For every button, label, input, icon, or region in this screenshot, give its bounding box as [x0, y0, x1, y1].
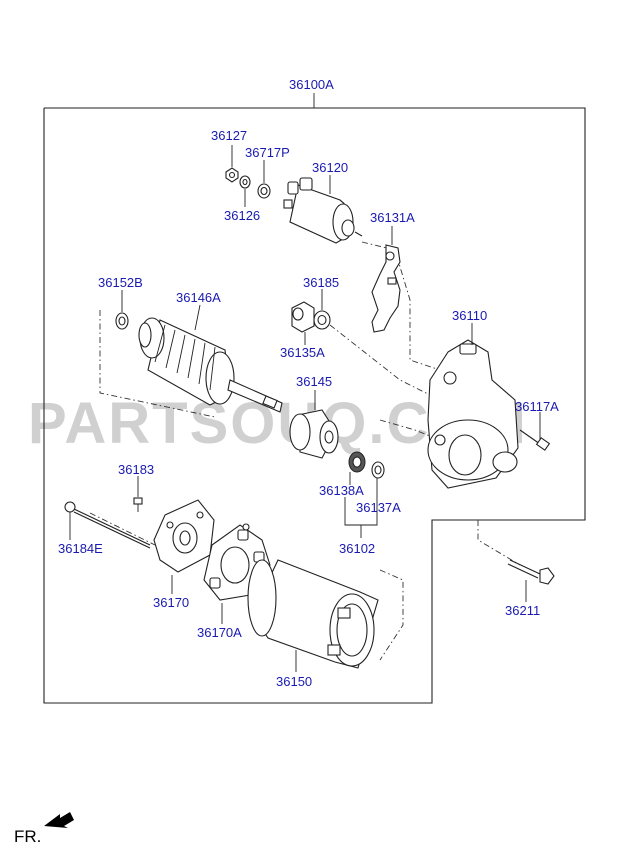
snap-ring-part[interactable] [371, 461, 385, 479]
label-36137A[interactable]: 36137A [356, 500, 401, 515]
label-36135A[interactable]: 36135A [280, 345, 325, 360]
alignment-line-through-bolt [89, 512, 156, 546]
label-36131A[interactable]: 36131A [370, 210, 415, 225]
label-36126[interactable]: 36126 [224, 208, 260, 223]
screw-part[interactable] [133, 497, 143, 512]
label-36184E[interactable]: 36184E [58, 541, 103, 556]
rear-bracket-part[interactable] [153, 499, 215, 573]
label-36117A[interactable]: 36117A [515, 399, 559, 414]
drive-lever-part[interactable] [371, 244, 401, 333]
yoke-part[interactable] [247, 559, 379, 669]
nut-part[interactable] [225, 167, 239, 183]
direction-label: FR. [14, 827, 41, 846]
housing-bolt-part[interactable] [519, 429, 551, 451]
alignment-line-bolt [477, 520, 521, 566]
stop-collar-part[interactable] [348, 451, 366, 473]
label-36138A[interactable]: 36138A [319, 483, 364, 498]
armature-part[interactable] [138, 317, 283, 413]
label-36146A[interactable]: 36146A [176, 290, 221, 305]
label-36145[interactable]: 36145 [296, 374, 332, 389]
label-36152B[interactable]: 36152B [98, 275, 143, 290]
assembly-frame [43, 107, 586, 704]
label-36110[interactable]: 36110 [452, 308, 487, 323]
alignment-line-armature [99, 310, 216, 418]
armature-washer-part[interactable] [115, 312, 129, 330]
solenoid-part[interactable] [283, 177, 363, 244]
label-36127[interactable]: 36127 [211, 128, 247, 143]
label-36185[interactable]: 36185 [303, 275, 339, 290]
ring-part[interactable] [257, 183, 271, 199]
label-36120[interactable]: 36120 [312, 160, 348, 175]
label-36100A[interactable]: 36100A [289, 77, 334, 92]
label-36717P[interactable]: 36717P [245, 145, 290, 160]
holder-part[interactable] [291, 301, 315, 333]
mounting-bolt-part[interactable] [507, 559, 555, 585]
label-36150[interactable]: 36150 [276, 674, 312, 689]
label-36102[interactable]: 36102 [339, 541, 375, 556]
alignment-line-yoke [379, 569, 404, 661]
label-36183[interactable]: 36183 [118, 462, 154, 477]
alignment-line-solenoid [361, 241, 441, 371]
washer-part[interactable] [239, 175, 251, 189]
front-housing-part[interactable] [427, 339, 519, 489]
plunger-ring-part[interactable] [313, 310, 331, 330]
label-36170A[interactable]: 36170A [197, 625, 242, 640]
label-36170[interactable]: 36170 [153, 595, 189, 610]
pinion-clutch-part[interactable] [289, 409, 339, 459]
front-direction-arrow-icon [44, 812, 74, 828]
label-36211[interactable]: 36211 [505, 603, 540, 618]
alignment-line-lever [329, 324, 441, 401]
